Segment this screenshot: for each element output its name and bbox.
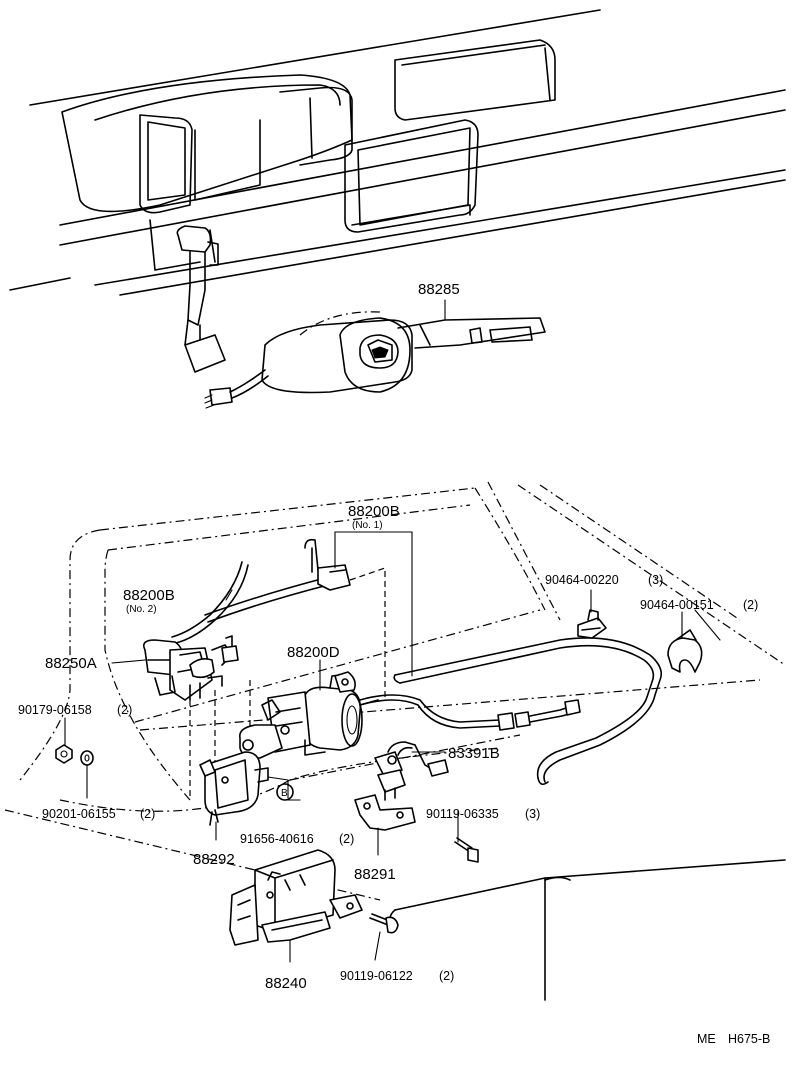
label-90464-00151: 90464-00151 xyxy=(640,598,714,612)
label-88291: 88291 xyxy=(354,866,396,883)
label-88292: 88292 xyxy=(193,851,235,868)
label-91656-40616-qty: (2) xyxy=(339,832,354,846)
label-90201-06155: 90201-06155 xyxy=(42,807,116,821)
label-88200D: 88200D xyxy=(287,644,340,661)
clip-90464-00220 xyxy=(577,609,607,639)
label-88285: 88285 xyxy=(418,281,460,298)
cruise-control-illustration xyxy=(4,481,786,1001)
label-90464-00220-qty: (3) xyxy=(648,573,663,587)
label-90119-06335: 90119-06335 xyxy=(426,807,499,821)
footer-code-prefix: ME xyxy=(697,1032,716,1046)
label-88200B-no2-note: (No. 2) xyxy=(126,604,157,615)
clip-91656-40616 xyxy=(214,809,219,823)
label-83391B: 83391B xyxy=(448,745,500,762)
footer-code: H675-B xyxy=(728,1032,770,1046)
label-90119-06122: 90119-06122 xyxy=(340,969,413,983)
label-91656-40616: 91656-40616 xyxy=(240,832,314,846)
label-88250A: 88250A xyxy=(45,655,97,672)
label-90179-06158-qty: (2) xyxy=(117,703,132,717)
label-88200B-no1: 88200B xyxy=(348,503,400,520)
bracket-88292 xyxy=(199,751,269,826)
nut-90179-06158 xyxy=(55,744,73,764)
label-90119-06335-qty: (3) xyxy=(525,807,540,821)
label-90119-06122-qty: (2) xyxy=(439,969,454,983)
label-90464-00151-qty: (2) xyxy=(743,598,758,612)
marker-B: B xyxy=(281,788,288,799)
washer-90201-06155 xyxy=(80,750,94,766)
bolt-90119-06122 xyxy=(369,913,399,934)
label-90201-06155-qty: (2) xyxy=(140,807,155,821)
label-90464-00220: 90464-00220 xyxy=(545,573,619,587)
label-88240: 88240 xyxy=(265,975,307,992)
actuator-88250A xyxy=(142,635,239,701)
bolt-90119-06335 xyxy=(454,837,479,863)
actuator-88200D xyxy=(238,671,379,759)
computer-88240 xyxy=(229,849,363,946)
part-labels: 88285 88200B (No. 1) 88200B (No. 2) 8825… xyxy=(18,281,770,1046)
label-88200B-no2: 88200B xyxy=(123,587,175,604)
label-88200B-no1-note: (No. 1) xyxy=(352,520,383,531)
label-90179-06158: 90179-06158 xyxy=(18,703,92,717)
clamp-90464-00151 xyxy=(667,629,703,673)
dashboard-illustration xyxy=(9,9,786,409)
bracket-88291 xyxy=(354,794,416,831)
switch-83391B xyxy=(374,741,449,801)
